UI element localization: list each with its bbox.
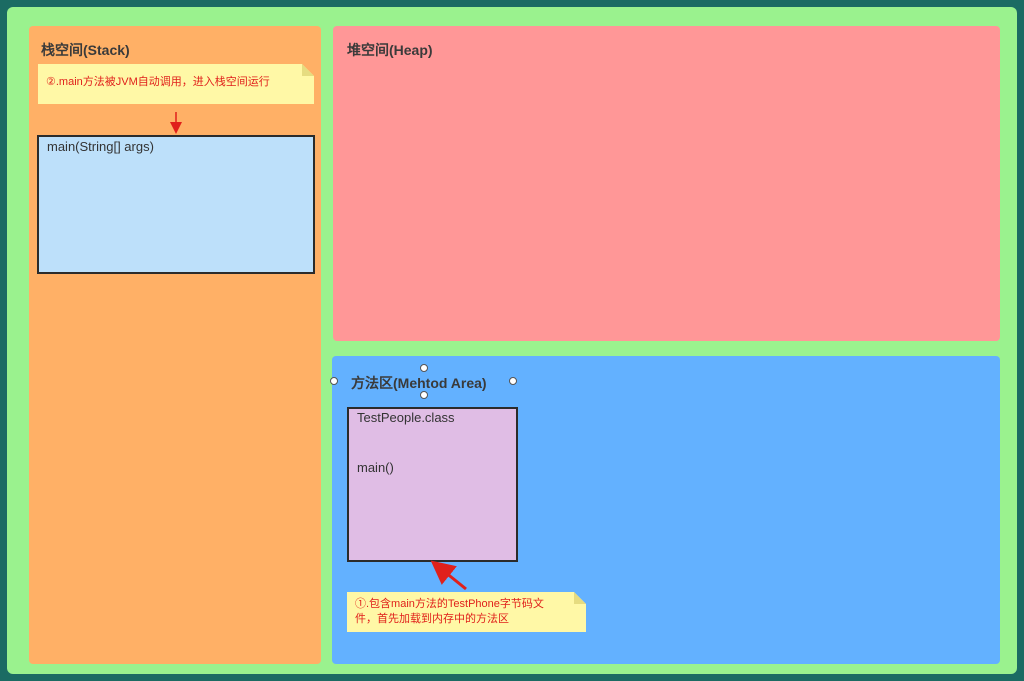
selection-handle-bottom[interactable]: [420, 391, 428, 399]
note-step1-line1: ①.包含main方法的TestPhone字节码文: [355, 598, 544, 610]
stack-title: 栈空间(Stack): [41, 42, 130, 58]
main-stack-frame[interactable]: main(String[] args): [37, 135, 315, 274]
selection-handle-right[interactable]: [509, 377, 517, 385]
class-name: TestPeople.class: [357, 410, 455, 425]
method-area-title[interactable]: 方法区(Mehtod Area): [351, 375, 487, 391]
note-step1-line2: 件，首先加载到内存中的方法区: [355, 613, 509, 625]
heap-title: 堆空间(Heap): [347, 42, 433, 58]
class-method: main(): [357, 460, 394, 475]
selection-handle-left[interactable]: [330, 377, 338, 385]
selection-handle-top[interactable]: [420, 364, 428, 372]
note-step2[interactable]: ②.main方法被JVM自动调用，进入栈空间运行: [38, 64, 314, 104]
arrow-note1-to-class: [430, 560, 467, 591]
stack-frame-label: main(String[] args): [47, 139, 154, 154]
note-step1[interactable]: ①.包含main方法的TestPhone字节码文 件，首先加载到内存中的方法区: [347, 592, 586, 632]
note-step2-text: ②.main方法被JVM自动调用，进入栈空间运行: [46, 76, 270, 88]
class-file-box[interactable]: TestPeople.class main(): [347, 407, 518, 562]
heap-region[interactable]: [333, 26, 1000, 341]
